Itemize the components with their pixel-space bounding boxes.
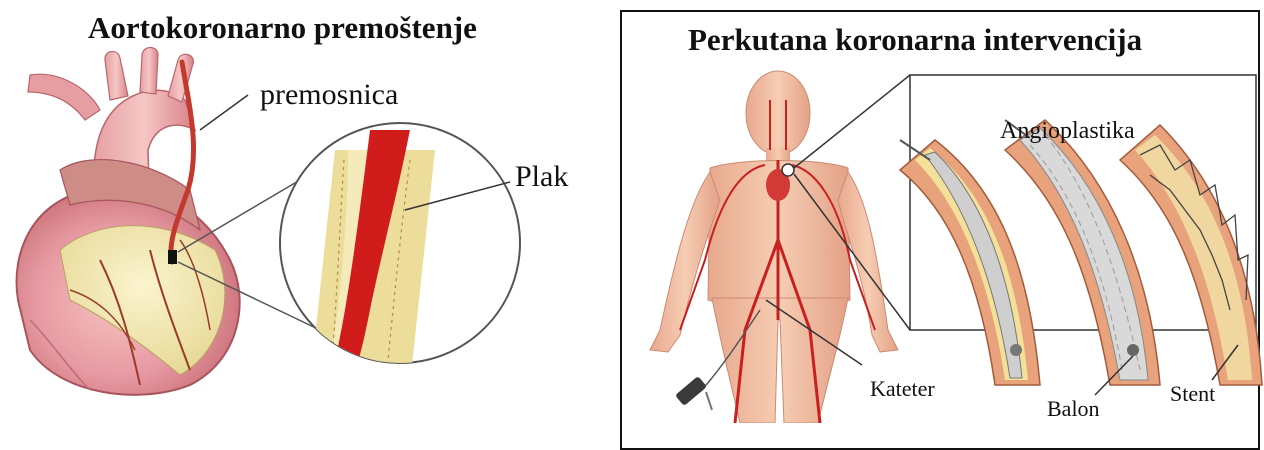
catheter-label: Kateter <box>870 376 935 402</box>
stent-label: Stent <box>1170 381 1215 407</box>
pci-illustration <box>0 0 1264 423</box>
angioplasty-label: Angioplastika <box>1000 118 1135 145</box>
human-figure <box>650 71 898 423</box>
balloon-label: Balon <box>1047 396 1100 422</box>
pci-title: Perkutana koronarna intervencija <box>688 22 1142 58</box>
inset-line-top <box>794 75 910 168</box>
